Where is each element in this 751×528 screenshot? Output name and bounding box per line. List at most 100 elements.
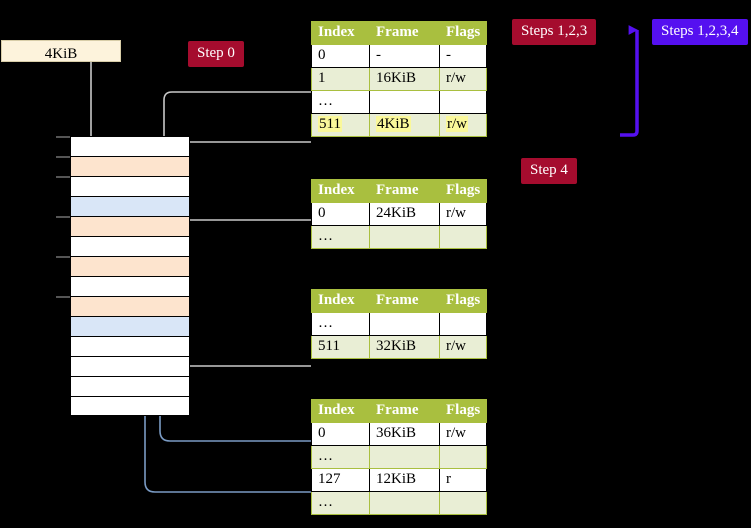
table-cell	[369, 491, 440, 515]
table-row[interactable]: …	[311, 445, 488, 469]
table-cell: …	[311, 445, 370, 469]
memory-frame-row	[70, 356, 190, 376]
table-cell: 0	[311, 44, 370, 68]
wire-t1-row511-to-memory	[170, 141, 311, 167]
table-cell: r/w	[438, 67, 488, 91]
table-cell: r/w	[438, 335, 488, 359]
table-cell: …	[311, 312, 370, 336]
table-header-index: Index	[311, 21, 370, 45]
table-cell	[438, 90, 488, 114]
table-cell: -	[369, 44, 440, 68]
memory-size-label: 4KiB	[44, 46, 78, 62]
table-cell: 511	[311, 335, 370, 359]
table-cell: r/w	[438, 113, 488, 137]
table-header-index: Index	[311, 179, 370, 203]
table-cell	[369, 225, 440, 249]
table-cell: 4KiB	[369, 113, 440, 137]
table-cell: 1	[311, 67, 370, 91]
table-cell: r/w	[438, 422, 488, 446]
table-cell: 511	[311, 113, 370, 137]
table-cell: 0	[311, 202, 370, 226]
table-cell	[438, 491, 488, 515]
table-row[interactable]: …	[311, 491, 488, 515]
table-cell: 16KiB	[369, 67, 440, 91]
table-header-flags: Flags	[438, 289, 488, 313]
table-header-frame: Frame	[369, 179, 440, 203]
physical-memory-column	[56, 136, 190, 416]
table-cell: -	[438, 44, 488, 68]
table-cell	[369, 90, 440, 114]
memory-frame-row	[70, 236, 190, 256]
highlighted-value: r/w	[446, 116, 468, 132]
table-cell: 36KiB	[369, 422, 440, 446]
badge-steps-123: Steps 1,2,3	[512, 19, 597, 45]
memory-frame-row	[70, 396, 190, 416]
badge-steps-1234: Steps 1,2,3,4	[652, 19, 748, 45]
memory-frame-row	[70, 336, 190, 356]
memory-frame-tick	[56, 176, 70, 178]
wire-t2-row0-to-memory	[178, 219, 311, 263]
wire-t4-row127-to-memory	[137, 209, 311, 493]
memory-frame-row	[70, 376, 190, 396]
highlighted-value: 4KiB	[376, 116, 411, 132]
memory-frame-row	[70, 156, 190, 176]
table-cell	[438, 225, 488, 249]
memory-frame-tick	[56, 136, 70, 138]
memory-frame-tick	[56, 216, 70, 218]
badge-step-4: Step 4	[521, 158, 577, 184]
table-cell	[369, 445, 440, 469]
table-header-flags: Flags	[438, 179, 488, 203]
table-cell: 32KiB	[369, 335, 440, 359]
wire-t3-row511-to-memory	[172, 309, 311, 367]
memory-frame-row	[70, 176, 190, 196]
table-row[interactable]: 511 4KiB r/w	[311, 113, 488, 137]
table-header-frame: Frame	[369, 399, 440, 423]
memory-frame-row	[70, 136, 190, 156]
table-cell	[369, 312, 440, 336]
table-cell: …	[311, 90, 370, 114]
table-header-flags: Flags	[438, 21, 488, 45]
table-cell	[438, 445, 488, 469]
table-row[interactable]: …	[311, 312, 488, 336]
memory-frame-row	[70, 276, 190, 296]
table-cell	[438, 312, 488, 336]
table-cell: 127	[311, 468, 370, 492]
table-header-index: Index	[311, 289, 370, 313]
wire-steps-bracket	[620, 25, 639, 137]
table-cell: r	[438, 468, 488, 492]
table-row[interactable]: …	[311, 225, 488, 249]
memory-frame-row	[70, 296, 190, 316]
table-cell: 0	[311, 422, 370, 446]
table-cell: …	[311, 491, 370, 515]
badge-step-0: Step 0	[188, 41, 244, 67]
table-row[interactable]: …	[311, 90, 488, 114]
highlighted-value: 511	[318, 116, 342, 132]
table-header-frame: Frame	[369, 21, 440, 45]
table-cell: 24KiB	[369, 202, 440, 226]
table-cell: 12KiB	[369, 468, 440, 492]
memory-frame-row	[70, 216, 190, 236]
table-header-frame: Frame	[369, 289, 440, 313]
table-header-flags: Flags	[438, 399, 488, 423]
memory-size-box: 4KiB	[1, 40, 121, 62]
table-row[interactable]: 0--	[311, 44, 488, 68]
memory-frame-tick	[56, 156, 70, 158]
memory-frame-row	[70, 316, 190, 336]
table-cell: …	[311, 225, 370, 249]
wire-t4-row0-to-memory	[152, 329, 311, 442]
memory-frame-tick	[56, 296, 70, 298]
table-header-index: Index	[311, 399, 370, 423]
memory-frame-row	[70, 256, 190, 276]
memory-frame-row	[70, 196, 190, 216]
wire-t1-row1-to-memory	[163, 91, 311, 150]
